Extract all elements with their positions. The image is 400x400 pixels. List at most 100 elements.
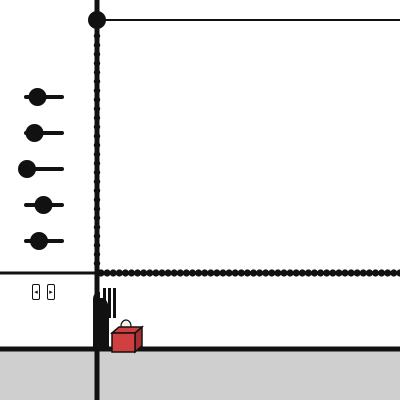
pole-bead [93, 205, 101, 213]
chain-bead [115, 269, 123, 277]
chain-bead [329, 269, 337, 277]
player-body [93, 288, 109, 348]
chain-bead [384, 269, 392, 277]
chain-bead [310, 269, 319, 277]
chain-bead [390, 269, 398, 277]
pole-bead [93, 96, 101, 103]
chain-bead [134, 269, 142, 277]
chain-bead [347, 269, 355, 277]
slider-knob[interactable] [18, 160, 36, 178]
chain-bead [207, 269, 215, 277]
chain-bead [353, 269, 361, 277]
chain-bead [140, 269, 148, 277]
pole-bead [93, 123, 101, 131]
pole-bead [93, 251, 101, 258]
slider-2[interactable] [24, 124, 64, 142]
chain-bead [286, 269, 294, 277]
pole-bead [93, 105, 101, 113]
chain-bead [396, 269, 400, 277]
player-ear-right [113, 288, 116, 318]
chain-bead [323, 269, 331, 277]
chain-bead [158, 269, 166, 277]
prev-button[interactable]: ◂ [32, 284, 40, 300]
chain-bead [201, 269, 209, 277]
nav-buttons: ◂ ▸ [32, 284, 55, 300]
chain-bead [371, 269, 380, 277]
crate-front [111, 332, 136, 353]
slider-knob[interactable] [25, 124, 44, 142]
pole-bead [93, 151, 101, 158]
slider-4[interactable] [24, 196, 64, 214]
chain-bead [176, 269, 184, 277]
chain-bead [97, 269, 105, 277]
chain-bead [231, 269, 239, 277]
pole-bead [93, 196, 101, 203]
chain-bead [103, 269, 111, 277]
chain-bead [268, 269, 276, 277]
chain-bead [292, 269, 300, 277]
slider-1[interactable] [24, 88, 64, 106]
chain-bead [378, 269, 386, 277]
chain-bead [182, 269, 190, 277]
chain-bead [109, 269, 117, 277]
pole-bead [93, 223, 101, 231]
chain-bead [219, 269, 227, 277]
slider-3[interactable] [18, 160, 64, 178]
pole-bead [93, 69, 101, 76]
slider-knob[interactable] [28, 88, 47, 106]
pole-bead [93, 41, 101, 49]
next-button[interactable]: ▸ [47, 284, 55, 300]
pole-bead [93, 142, 101, 149]
pole-bead [93, 87, 101, 94]
pole-bead [93, 233, 101, 240]
pole-bead [93, 160, 101, 167]
pole-bead [93, 32, 101, 40]
crate-with-egg[interactable] [109, 319, 145, 354]
chain-bead [213, 269, 221, 277]
caret-left-icon: ◂ [34, 287, 38, 296]
caret-right-icon: ▸ [49, 287, 53, 296]
slider-5[interactable] [24, 232, 64, 250]
chain-bead [146, 269, 154, 277]
chain-bead [249, 269, 258, 277]
chain-bead [170, 269, 178, 277]
chain-bead [243, 269, 251, 277]
slider-knob[interactable] [34, 196, 53, 214]
pole-bead [93, 132, 101, 140]
pole-bead [93, 60, 101, 67]
player-ear-left [108, 288, 111, 318]
chain-bead [152, 269, 160, 277]
slider-knob[interactable] [30, 232, 48, 250]
mid-chain [97, 269, 400, 277]
pole-bead [93, 114, 101, 122]
anchor-node[interactable] [88, 11, 106, 29]
chain-bead [121, 269, 129, 277]
chain-bead [195, 269, 203, 277]
chain-bead [341, 269, 349, 277]
chain-bead [280, 269, 288, 277]
player-character[interactable] [93, 288, 116, 348]
chain-bead [304, 269, 312, 277]
pole-beads [93, 32, 101, 267]
pole-bead [93, 169, 101, 176]
chain-bead [164, 269, 172, 277]
chain-bead [237, 269, 245, 277]
chain-bead [335, 269, 343, 277]
slider-stack [18, 88, 64, 250]
pole-bead [93, 51, 101, 58]
pole-bead [93, 178, 101, 185]
chain-bead [262, 269, 270, 277]
chain-bead [317, 269, 325, 277]
pole-bead [93, 260, 101, 267]
chain-bead [359, 269, 367, 277]
chain-bead [256, 269, 264, 277]
chain-bead [225, 269, 233, 277]
ground-floor [0, 351, 400, 400]
chain-bead [298, 269, 306, 277]
chain-bead [365, 269, 373, 277]
chain-bead [127, 269, 136, 277]
pole-bead [93, 187, 101, 194]
pole-bead [93, 78, 101, 85]
chain-bead [188, 269, 197, 277]
